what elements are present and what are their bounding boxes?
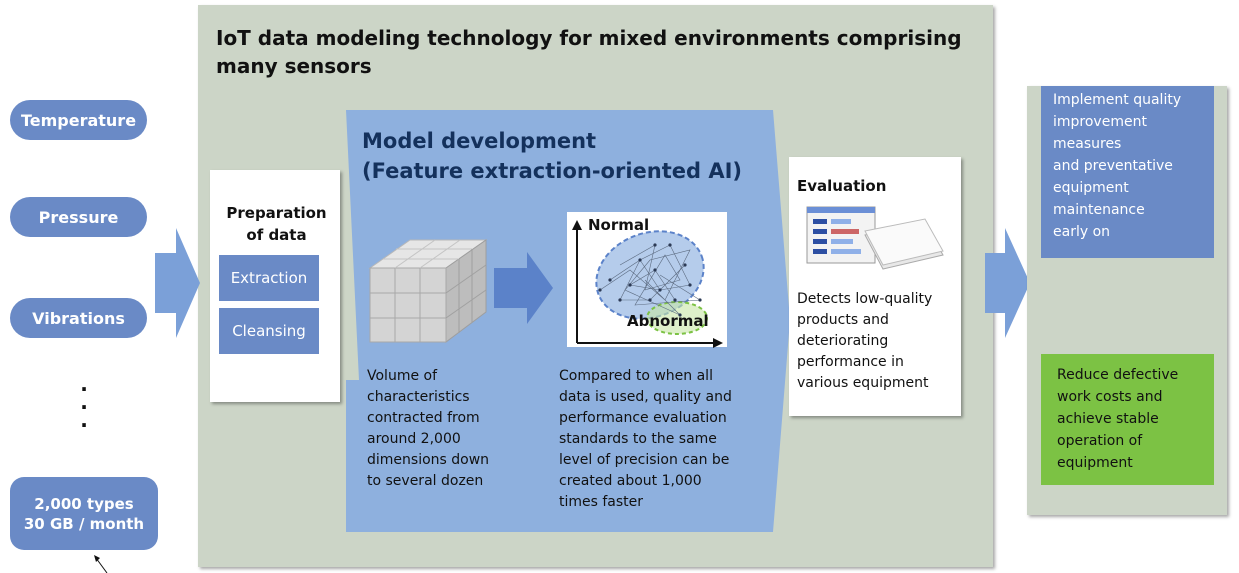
sensor-temperature: Temperature [10, 100, 147, 140]
implement-measures-box: Implement quality improvement measures a… [1041, 86, 1214, 258]
sensor-vibrations: Vibrations [10, 298, 147, 338]
model-title: Model development (Feature extraction-or… [362, 129, 742, 183]
sensor-ellipsis: · · · [80, 377, 88, 437]
data-types: 2,000 types [34, 494, 134, 513]
comparison-description: Compared to when all data is used, quali… [559, 368, 732, 510]
sensor-pressure: Pressure [10, 197, 147, 237]
abnormal-label: Abnormal [627, 312, 709, 330]
pointer-arrow [95, 557, 108, 573]
cleansing-box: Cleansing [219, 308, 319, 354]
scatter-plot-icon [572, 220, 723, 348]
feature-cube-icon [368, 239, 488, 343]
preparation-title: Preparation of data [226, 204, 327, 244]
reduce-costs-box: Reduce defective work costs and achieve … [1041, 354, 1214, 485]
report-documents-icon [806, 206, 944, 270]
output-arrow [985, 228, 1030, 338]
diagram-title: IoT data modeling technology for mixed e… [216, 26, 962, 78]
volume-description: Volume of characteristics contracted fro… [367, 368, 490, 489]
data-rate: 30 GB / month [23, 514, 145, 533]
evaluation-title: Evaluation [797, 177, 887, 195]
evaluation-card [789, 157, 961, 416]
extraction-box: Extraction [219, 255, 319, 301]
data-volume-box: 2,000 types 30 GB / month [10, 477, 158, 550]
normal-label: Normal [588, 216, 650, 234]
input-arrow [155, 228, 200, 338]
evaluation-description: Detects low-quality products and deterio… [797, 291, 933, 391]
model-inner-arrow [494, 252, 553, 324]
